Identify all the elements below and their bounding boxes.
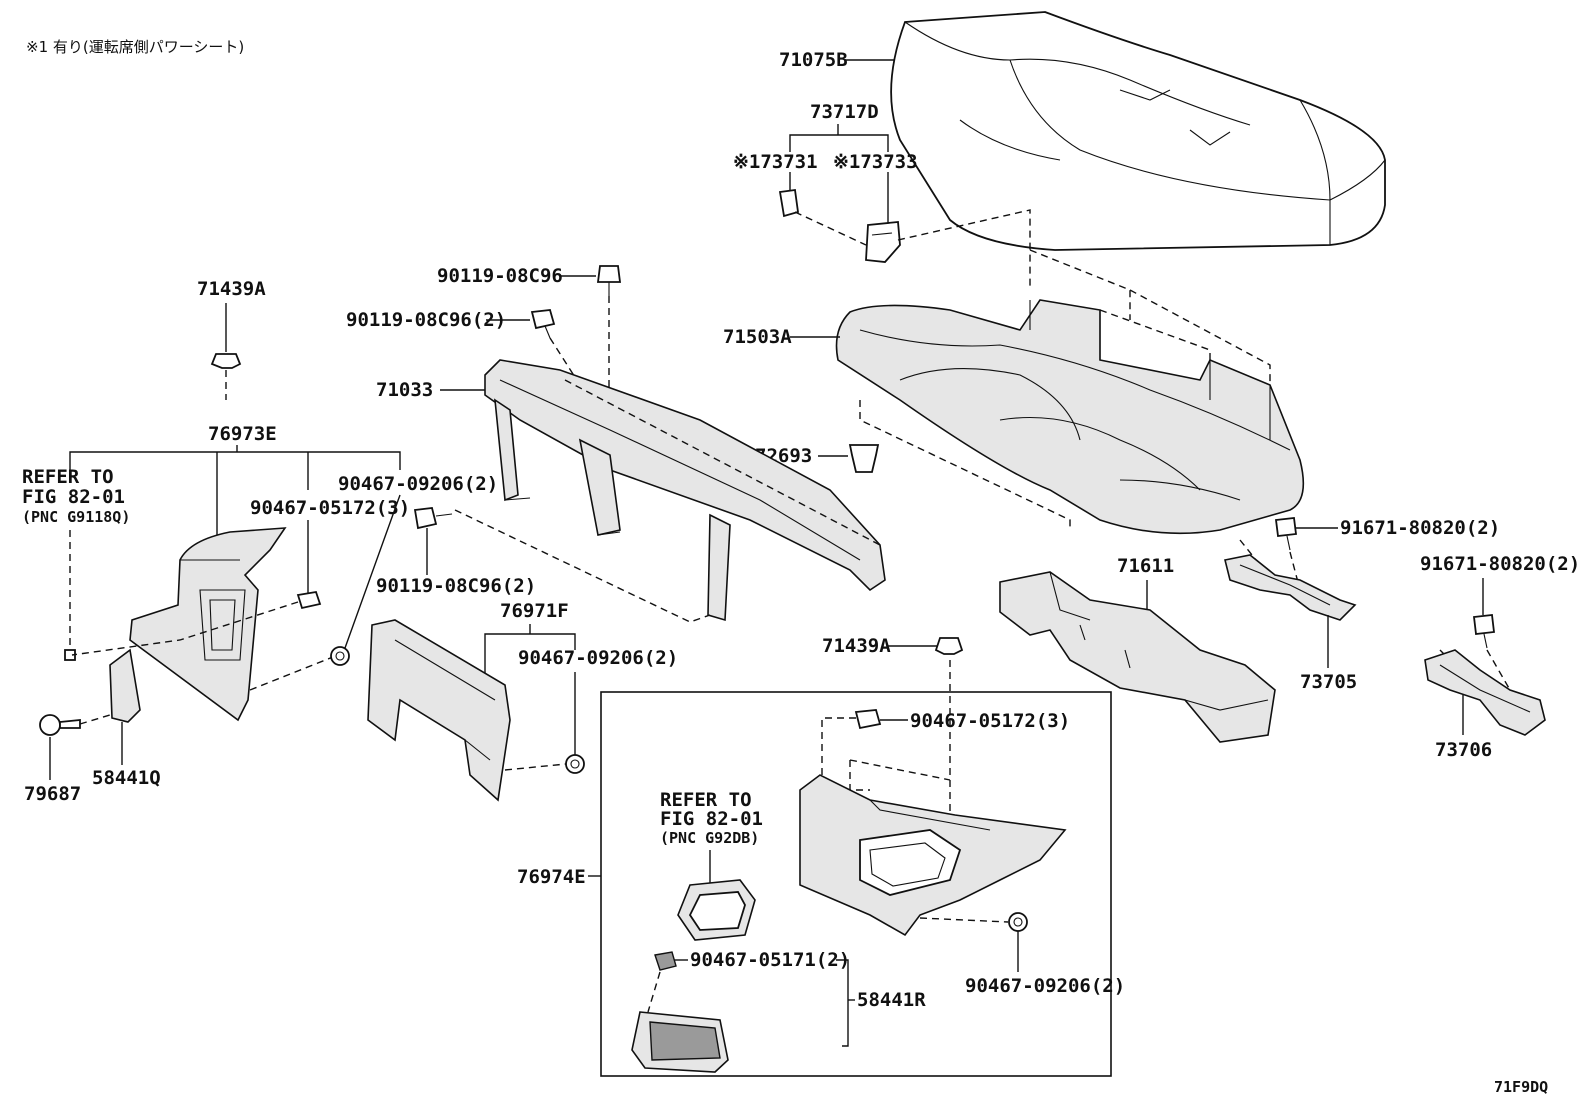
label-90467-09206-b: 90467-09206(2) — [518, 647, 678, 669]
label-71611: 71611 — [1117, 555, 1174, 577]
label-73717D: 73717D — [810, 101, 879, 123]
label-90119-2b: 90119-08C96(2) — [376, 575, 536, 597]
label-90119-single: 90119-08C96 — [437, 265, 563, 287]
label-71503A: 71503A — [723, 326, 792, 348]
clip-71439A-mid — [934, 637, 964, 655]
label-90467-05172-b: 90467-05172(3) — [910, 710, 1070, 732]
bolt-90119-2b — [413, 507, 453, 530]
header-note: ※1 有り(運転席側パワーシート) — [26, 38, 244, 56]
clip-90467-05171 — [654, 951, 677, 971]
clip-90467-09206-a — [330, 646, 350, 666]
label-91671-a: 91671-80820(2) — [1340, 517, 1500, 539]
gasket — [677, 879, 756, 941]
bracket-73705 — [1224, 554, 1357, 621]
detail-box — [600, 691, 1112, 1077]
side-panel-76971F — [367, 619, 511, 802]
label-58441R: 58441R — [857, 989, 926, 1011]
label-91671-b: 91671-80820(2) — [1420, 553, 1580, 575]
grille-58441R — [631, 1011, 729, 1073]
label-refer-left-1: REFER TO — [22, 466, 114, 488]
label-71033: 71033 — [376, 379, 433, 401]
clip-90467-09206-c — [1008, 912, 1028, 932]
side-trim-76973E — [129, 527, 287, 722]
label-refer-box-1: REFER TO — [660, 789, 752, 811]
label-90119-2a: 90119-08C96(2) — [346, 309, 506, 331]
duct-71611 — [999, 571, 1276, 743]
label-refer-box-3: (PNC G92DB) — [660, 829, 759, 847]
label-79687: 79687 — [24, 783, 81, 805]
seat-cushion-cover — [890, 11, 1386, 251]
label-73706: 73706 — [1435, 739, 1492, 761]
seat-cushion-frame — [835, 299, 1305, 535]
label-76971F: 76971F — [500, 600, 569, 622]
screw-79687 — [39, 714, 81, 736]
label-73731: ※173731 — [733, 151, 818, 173]
bracket-73706 — [1424, 649, 1546, 736]
label-58441Q: 58441Q — [92, 767, 161, 789]
switch-73731 — [778, 188, 799, 218]
bolt-91671-a — [1274, 517, 1298, 551]
label-refer-left-3: (PNC G9118Q) — [22, 508, 130, 526]
label-90467-09206-c: 90467-09206(2) — [965, 975, 1125, 997]
label-71439A-top: 71439A — [197, 278, 266, 300]
clip-72693 — [848, 444, 880, 473]
label-90467-09206-a: 90467-09206(2) — [338, 473, 498, 495]
rear-trim-76974E — [799, 774, 1067, 937]
brace-71033 — [484, 359, 886, 622]
label-73705: 73705 — [1300, 671, 1357, 693]
label-refer-left-2: FIG 82-01 — [22, 486, 125, 508]
bolt-90119-top — [596, 265, 622, 296]
label-refer-box-2: FIG 82-01 — [660, 808, 763, 830]
label-71439A-mid: 71439A — [822, 635, 891, 657]
label-76973E: 76973E — [208, 423, 277, 445]
label-90467-05172-a: 90467-05172(3) — [250, 497, 410, 519]
figure-code: 71F9DQ — [1494, 1078, 1548, 1096]
clip-90467-09206-b — [565, 754, 585, 774]
cover-58441Q — [109, 648, 141, 723]
bolt-90119-2a — [530, 309, 556, 339]
clip-90467-05172-b — [854, 709, 882, 730]
bolt-91671-b — [1473, 614, 1495, 649]
label-90467-05171: 90467-05171(2) — [690, 949, 850, 971]
clip-90467-05172-a — [296, 590, 322, 610]
label-71075B: 71075B — [779, 49, 848, 71]
label-76974E: 76974E — [517, 866, 586, 888]
switch-73733 — [865, 221, 901, 263]
label-73733: ※173733 — [833, 151, 918, 173]
clip-71439A-top — [210, 353, 242, 369]
